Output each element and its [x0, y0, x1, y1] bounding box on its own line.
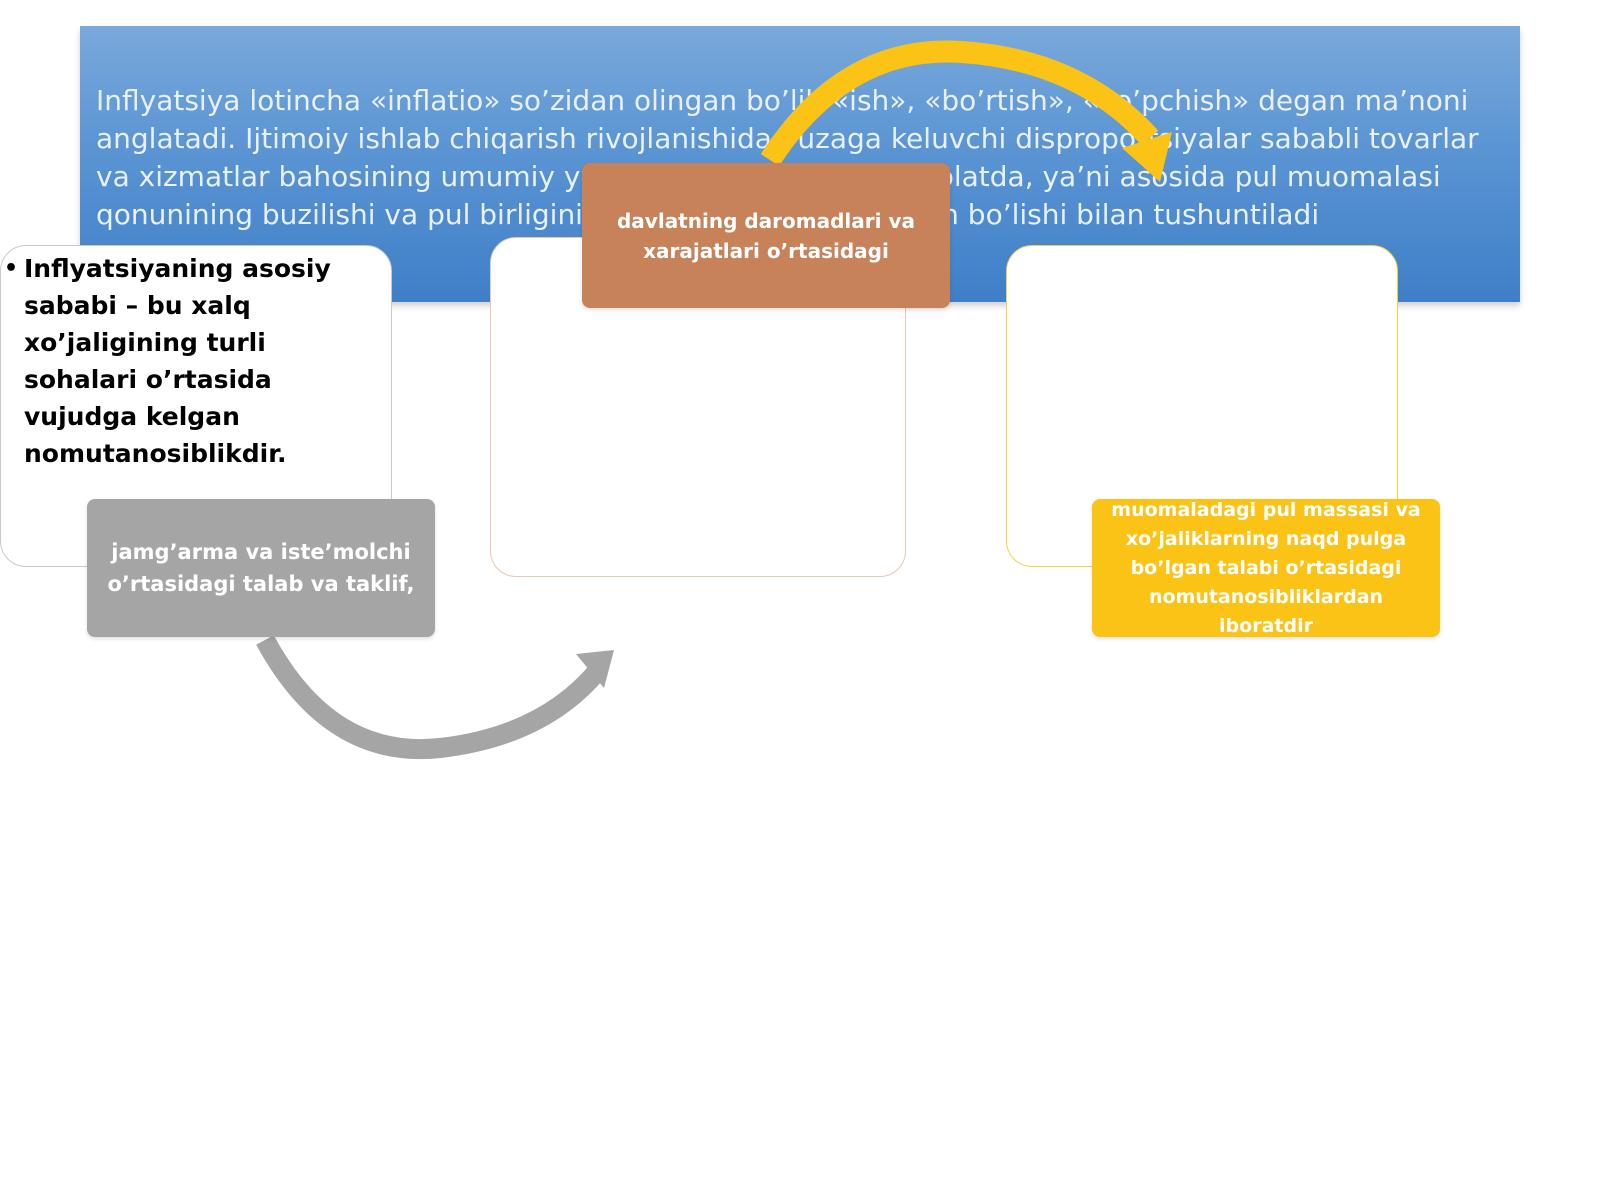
label-government-budget-text: davlatning daromadlari va xarajatlari o’… [616, 208, 915, 263]
label-money-supply: muomaladagi pul massasi va xo’jaliklarni… [1092, 499, 1440, 637]
label-money-supply-text: muomaladagi pul massasi va xo’jaliklarni… [1111, 498, 1421, 637]
bullet-item: • Inflyatsiyaning asosiy sababi – bu xal… [4, 250, 374, 472]
label-government-budget: davlatning daromadlari va xarajatlari o’… [582, 163, 950, 308]
bullet-icon: • [4, 256, 19, 281]
bullet-list: • Inflyatsiyaning asosiy sababi – bu xal… [4, 250, 374, 472]
curved-arrow-icon [760, 40, 1172, 182]
label-savings-demand-text: jamg’arma va iste’molchi o’rtasidagi tal… [107, 540, 415, 596]
label-savings-demand: jamg’arma va iste’molchi o’rtasidagi tal… [87, 499, 435, 637]
curved-arrow-icon [256, 635, 614, 759]
bullet-text: Inflyatsiyaning asosiy sababi – bu xalq … [24, 254, 331, 468]
